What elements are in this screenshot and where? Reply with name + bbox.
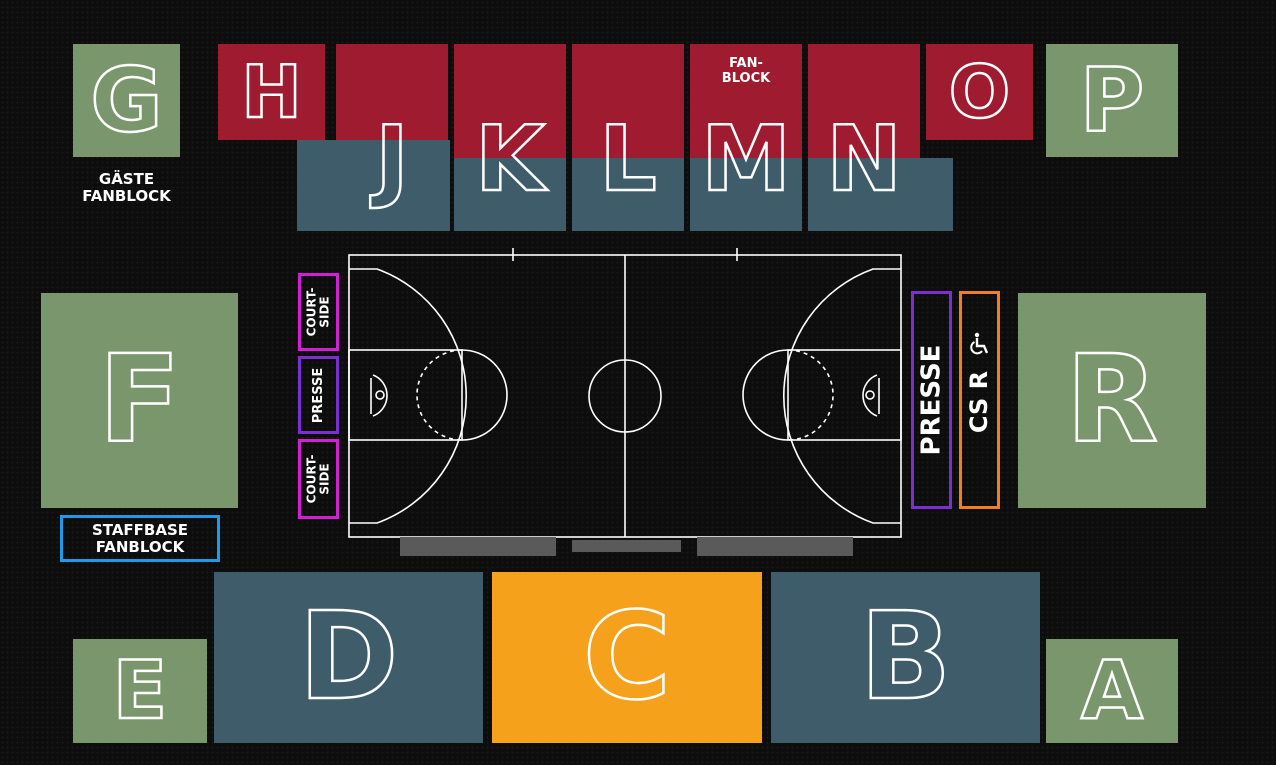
staffbase-fanblock-box[interactable]: STAFFBASE FANBLOCK — [60, 515, 220, 562]
left-key — [348, 349, 463, 441]
block-g[interactable]: G — [73, 44, 180, 157]
block-j-upper[interactable] — [336, 44, 448, 158]
block-p[interactable]: P — [1046, 44, 1178, 157]
block-a[interactable]: A — [1046, 639, 1178, 743]
cs-r-label: CS R — [965, 370, 994, 434]
gaeste-fanblock-label: GÄSTE FANBLOCK — [82, 170, 171, 205]
block-b-letter: B — [859, 587, 953, 727]
block-r-letter: R — [1065, 330, 1160, 470]
left-free-throw-circle-dashed — [416, 349, 463, 441]
block-n-upper[interactable] — [808, 44, 920, 158]
right-free-throw-circle-dashed — [787, 349, 834, 441]
block-e-letter: E — [111, 644, 168, 737]
block-n-letter: N — [825, 107, 903, 212]
basketball-court — [348, 248, 902, 538]
right-free-throw-circle-solid — [742, 349, 789, 441]
block-b[interactable]: B — [771, 572, 1040, 743]
block-k-lower[interactable] — [454, 158, 566, 231]
courtside-bottom-box[interactable]: COURT- SIDE — [298, 439, 339, 519]
courtside-top-label: COURT- SIDE — [304, 287, 332, 337]
cs-r-box[interactable]: CS R — [959, 291, 1000, 509]
block-g-letter: G — [89, 48, 164, 152]
block-j-lower[interactable] — [297, 140, 450, 231]
block-f-letter: F — [97, 330, 181, 470]
courtside-bottom-label: COURT- SIDE — [304, 454, 332, 504]
presse-large-label: PRESSE — [916, 344, 947, 456]
block-m-lower[interactable] — [690, 158, 802, 231]
block-d-letter: D — [297, 587, 399, 727]
presse-large-box[interactable]: PRESSE — [911, 291, 952, 509]
scorer-table — [572, 540, 681, 552]
block-h-letter: H — [240, 50, 303, 134]
courtside-top-box[interactable]: COURT- SIDE — [298, 273, 339, 351]
block-h[interactable]: H — [218, 44, 325, 140]
block-l-upper[interactable] — [572, 44, 684, 158]
left-free-throw-circle-solid — [461, 349, 508, 441]
right-restricted-area — [862, 374, 878, 417]
fanblock-label: FAN- BLOCK — [721, 56, 771, 86]
left-three-point-arc — [349, 268, 467, 524]
block-c-letter: C — [582, 587, 673, 727]
block-l-letter: L — [598, 107, 658, 212]
wheelchair-icon — [969, 332, 988, 355]
block-d[interactable]: D — [214, 572, 483, 743]
block-o-letter: O — [948, 50, 1012, 134]
block-m-upper[interactable]: FAN- BLOCK — [690, 44, 802, 158]
block-p-letter: P — [1079, 48, 1146, 152]
block-e[interactable]: E — [73, 639, 207, 743]
block-n-lower[interactable] — [808, 158, 953, 231]
block-f[interactable]: F — [41, 293, 238, 508]
right-hoop — [865, 390, 875, 400]
block-o[interactable]: O — [926, 44, 1033, 140]
presse-small-box[interactable]: PRESSE — [298, 356, 339, 434]
center-circle — [588, 359, 662, 433]
block-c[interactable]: C — [492, 572, 762, 743]
block-r[interactable]: R — [1018, 293, 1206, 508]
presse-small-label: PRESSE — [311, 367, 327, 423]
left-hoop — [375, 390, 385, 400]
bench-left — [400, 537, 556, 556]
block-a-letter: A — [1080, 644, 1144, 737]
right-key — [787, 349, 902, 441]
right-three-point-arc — [783, 268, 901, 524]
staffbase-fanblock-label: STAFFBASE FANBLOCK — [91, 521, 189, 556]
block-k-upper[interactable] — [454, 44, 566, 158]
bench-right — [697, 537, 853, 556]
block-j-letter: J — [374, 107, 410, 212]
block-m-letter: M — [700, 107, 792, 212]
left-restricted-area — [372, 374, 388, 417]
block-k-letter: K — [474, 107, 546, 212]
block-l-lower[interactable] — [572, 158, 684, 231]
